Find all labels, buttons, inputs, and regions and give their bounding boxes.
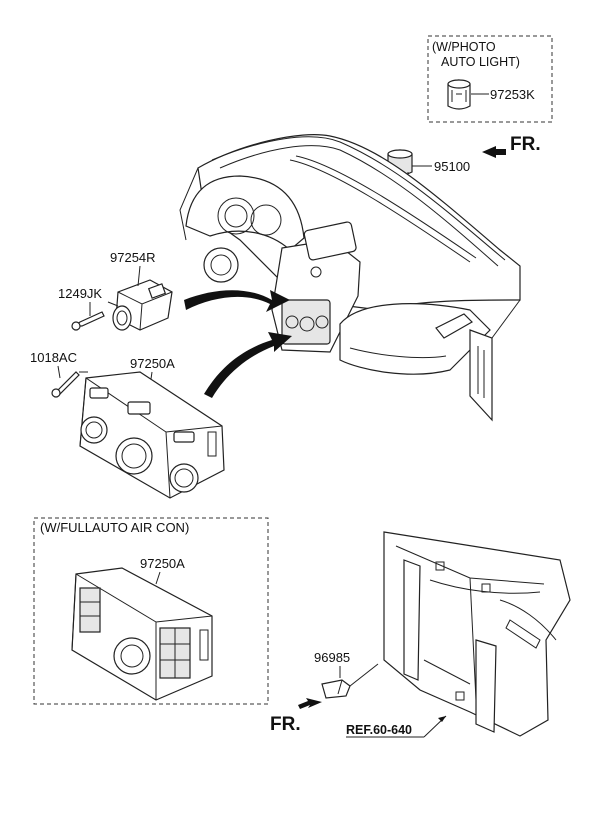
front-end-module bbox=[383, 531, 571, 737]
front-label-bottom: FR. bbox=[270, 714, 301, 735]
dashboard-crash-pad bbox=[179, 134, 521, 422]
label-97250A: 97250A bbox=[130, 356, 175, 371]
switch-97254R bbox=[112, 279, 173, 331]
screw-1018AC bbox=[51, 371, 80, 398]
label-1018AC: 1018AC bbox=[30, 350, 77, 365]
inset-title-line1: (W/PHOTO bbox=[432, 40, 496, 54]
front-arrow-bottom: FR. bbox=[270, 698, 322, 735]
sensor-96985 bbox=[321, 663, 379, 699]
label-96985: 96985 bbox=[314, 650, 350, 665]
front-label-top: FR. bbox=[510, 134, 541, 155]
fullauto-inset: (W/FULLAUTO AIR CON) 97250A bbox=[33, 517, 269, 705]
label-97254R: 97254R bbox=[110, 250, 156, 265]
screw-1249JK bbox=[71, 311, 105, 331]
label-1249JK: 1249JK bbox=[58, 286, 102, 301]
front-arrow-top: FR. bbox=[482, 134, 541, 158]
inset-title-line2: AUTO LIGHT) bbox=[441, 55, 520, 69]
label-95100: 95100 bbox=[434, 159, 470, 174]
photo-sensor-97253K bbox=[447, 79, 471, 110]
label-97253K: 97253K bbox=[490, 87, 535, 102]
label-97250A-full: 97250A bbox=[140, 556, 185, 571]
fullauto-title: (W/FULLAUTO AIR CON) bbox=[40, 520, 189, 535]
arrow-icon bbox=[482, 146, 506, 158]
climate-control-97250A-full bbox=[71, 567, 213, 701]
reference-label: REF.60-640 bbox=[346, 723, 412, 737]
heater-control-97250A bbox=[79, 371, 225, 499]
assembly-arrows bbox=[184, 290, 292, 398]
arrow-icon bbox=[298, 698, 322, 709]
photo-auto-light-inset: (W/PHOTO AUTO LIGHT) 97253K bbox=[427, 35, 553, 123]
